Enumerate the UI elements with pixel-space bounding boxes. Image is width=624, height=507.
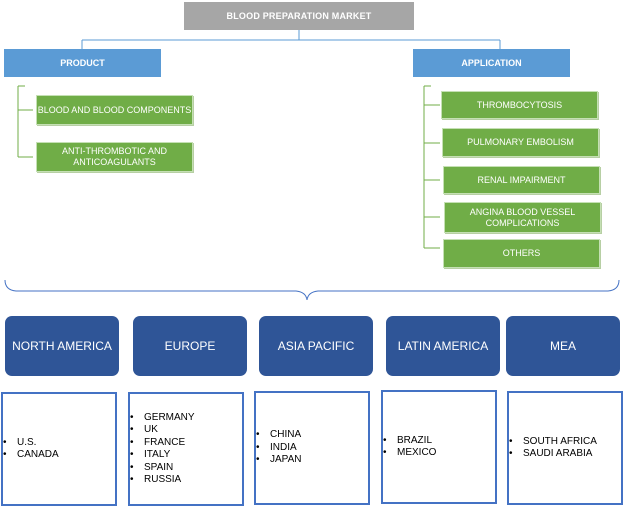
application-item-pulmonary-embolism: PULMONARY EMBOLISM <box>442 128 599 157</box>
region-north-america: NORTH AMERICA <box>5 316 119 376</box>
country-item: RUSSIA <box>144 474 195 487</box>
country-list-mea: SOUTH AFRICA SAUDI ARABIA <box>507 391 623 505</box>
product-item-anticoagulants: ANTI-THROMBOTIC AND ANTICOAGULANTS <box>36 142 193 172</box>
country-item: GERMANY <box>144 412 195 425</box>
region-europe: EUROPE <box>133 316 247 376</box>
product-header: PRODUCT <box>4 49 161 77</box>
application-item-renal-impairment: RENAL IMPAIRMENT <box>443 166 600 194</box>
country-item: UK <box>144 424 195 437</box>
country-item: SOUTH AFRICA <box>523 436 597 449</box>
region-mea: MEA <box>506 316 620 376</box>
application-item-angina: ANGINA BLOOD VESSEL COMPLICATIONS <box>444 202 601 233</box>
country-item: CHINA <box>270 429 302 442</box>
country-item: U.S. <box>17 437 59 450</box>
country-item: JAPAN <box>270 454 302 467</box>
country-item: FRANCE <box>144 437 195 450</box>
country-item: INDIA <box>270 442 302 455</box>
country-item: BRAZIL <box>397 435 436 448</box>
country-item: MEXICO <box>397 447 436 460</box>
country-list-asia-pacific: CHINA INDIA JAPAN <box>254 391 370 505</box>
country-list-europe: GERMANY UK FRANCE ITALY SPAIN RUSSIA <box>128 392 244 506</box>
application-item-thrombocytosis: THROMBOCYTOSIS <box>441 91 598 119</box>
country-list-latin-america: BRAZIL MEXICO <box>381 390 497 504</box>
application-item-others: OTHERS <box>443 239 600 268</box>
country-list-north-america: U.S. CANADA <box>1 392 117 506</box>
application-header: APPLICATION <box>413 49 570 77</box>
country-item: ITALY <box>144 449 195 462</box>
country-item: SAUDI ARABIA <box>523 448 597 461</box>
country-item: SPAIN <box>144 462 195 475</box>
country-item: CANADA <box>17 449 59 462</box>
diagram-title: BLOOD PREPARATION MARKET <box>184 2 414 30</box>
region-asia-pacific: ASIA PACIFIC <box>259 316 373 376</box>
product-item-blood-components: BLOOD AND BLOOD COMPONENTS <box>36 95 193 125</box>
region-latin-america: LATIN AMERICA <box>386 316 500 376</box>
